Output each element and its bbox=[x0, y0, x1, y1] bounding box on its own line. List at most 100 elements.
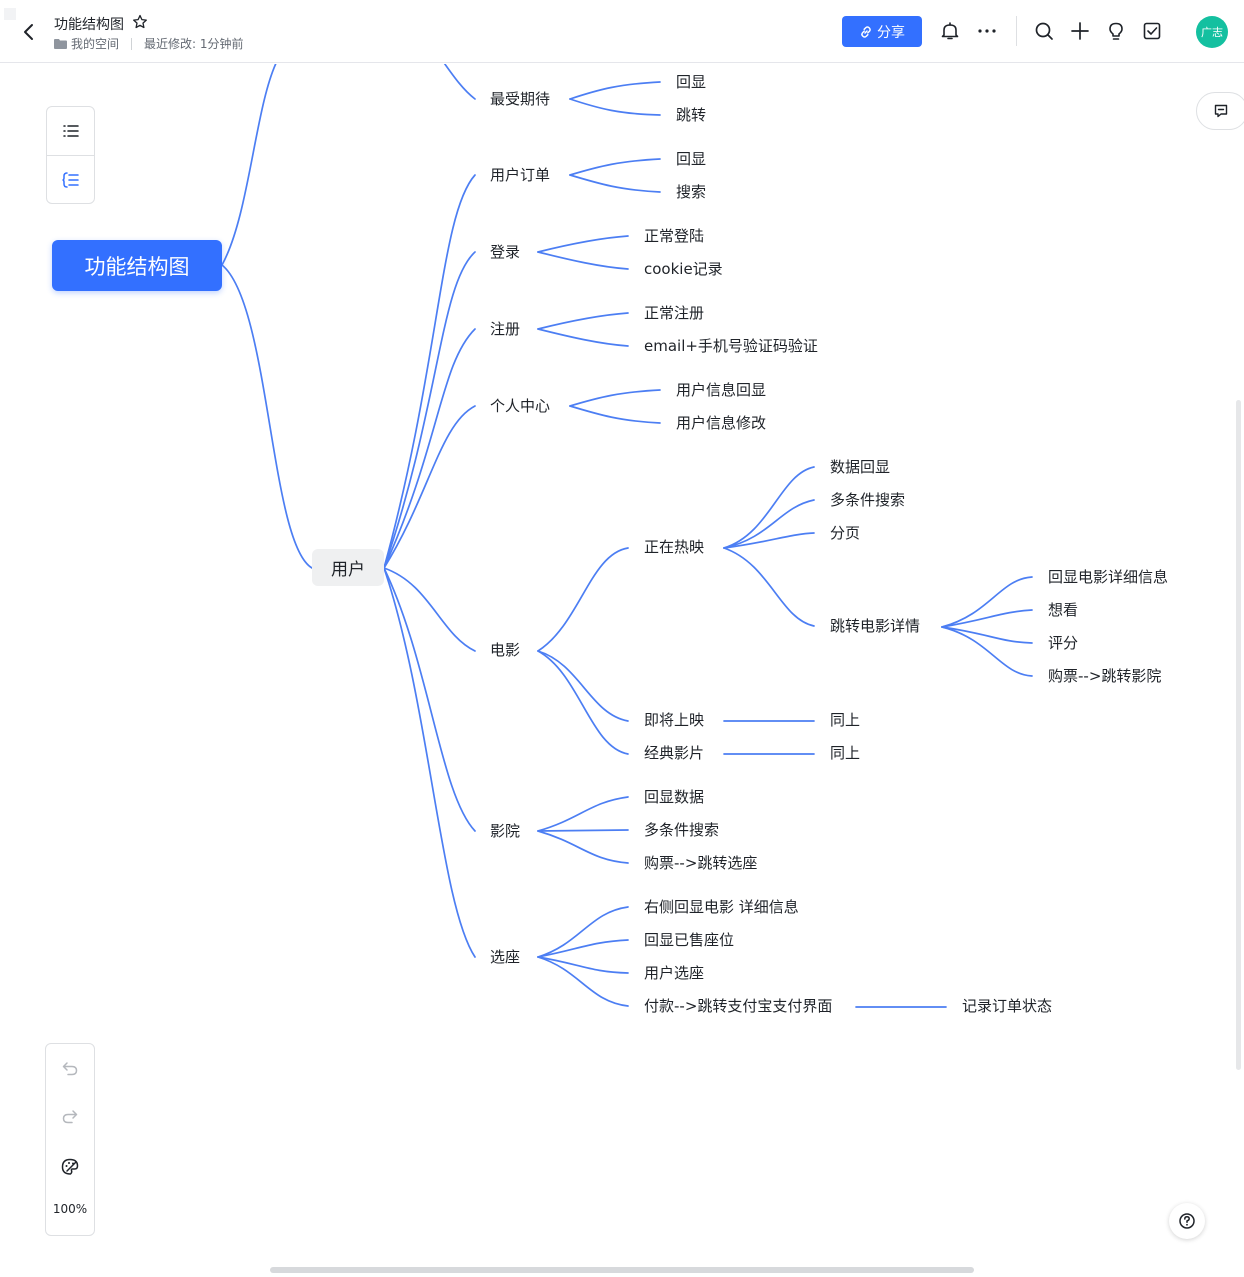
node-coming-soon[interactable]: 即将上映 bbox=[644, 711, 705, 729]
node-seat-sold[interactable]: 回显已售座位 bbox=[644, 931, 735, 949]
link-user-xz bbox=[383, 567, 476, 958]
doc-title[interactable]: 功能结构图 bbox=[54, 17, 124, 33]
palette-icon bbox=[61, 1158, 79, 1175]
comment-icon bbox=[1214, 104, 1228, 118]
node-orders-search[interactable]: 搜索 bbox=[676, 183, 707, 201]
link-user-dy bbox=[383, 567, 476, 652]
node-classic-same[interactable]: 同上 bbox=[830, 744, 861, 762]
node-movies[interactable]: 电影 bbox=[490, 641, 521, 659]
vertical-scrollbar[interactable] bbox=[1236, 400, 1241, 1070]
undo-icon bbox=[62, 1062, 78, 1076]
root-node[interactable]: 功能结构图 bbox=[52, 240, 222, 291]
help-icon bbox=[1179, 1213, 1195, 1229]
mindmap-connectors bbox=[221, 64, 1033, 1008]
node-now-multi-search[interactable]: 多条件搜索 bbox=[830, 491, 906, 509]
mindmap-canvas[interactable]: 功能结构图 用户 最受期待 回显 跳转 用户订单 回显 搜索 登录 正常登陆 c… bbox=[0, 64, 1244, 1277]
link-root-up bbox=[221, 64, 277, 266]
tasks-button[interactable] bbox=[1141, 20, 1163, 42]
back-button[interactable] bbox=[18, 20, 40, 44]
node-cinema[interactable]: 影院 bbox=[490, 822, 521, 840]
node-register-verify[interactable]: email+手机号验证码验证 bbox=[644, 337, 818, 355]
node-seat-select[interactable]: 选座 bbox=[490, 948, 521, 966]
last-modified: 最近修改: 1分钟前 bbox=[144, 37, 244, 51]
more-dots-icon bbox=[978, 29, 996, 33]
node-login-cookie[interactable]: cookie记录 bbox=[644, 260, 723, 278]
node-personal-center[interactable]: 个人中心 bbox=[490, 397, 551, 415]
node-record-order[interactable]: 记录订单状态 bbox=[962, 997, 1053, 1015]
node-classic[interactable]: 经典影片 bbox=[644, 744, 705, 762]
node-detail-buy[interactable]: 购票-->跳转影院 bbox=[1048, 667, 1162, 685]
doc-meta: 我的空间 最近修改: 1分钟前 bbox=[54, 35, 244, 52]
user-node[interactable]: 用户 bbox=[312, 549, 384, 586]
node-movie-detail[interactable]: 跳转电影详情 bbox=[830, 617, 921, 635]
star-icon bbox=[133, 14, 147, 29]
undo-button[interactable] bbox=[46, 1049, 94, 1089]
list-icon bbox=[62, 125, 79, 137]
node-register[interactable]: 注册 bbox=[490, 320, 521, 338]
folder-icon bbox=[54, 38, 67, 49]
chevron-left-icon bbox=[24, 24, 33, 40]
meta-divider bbox=[131, 37, 133, 50]
help-button[interactable] bbox=[1169, 1203, 1205, 1239]
node-detail-echo[interactable]: 回显电影详细信息 bbox=[1048, 568, 1169, 586]
node-now-paging[interactable]: 分页 bbox=[830, 524, 861, 542]
node-orders-echo[interactable]: 回显 bbox=[676, 150, 707, 168]
link-user-yhdd bbox=[383, 174, 476, 569]
comments-button[interactable] bbox=[1196, 92, 1244, 130]
link-root-user bbox=[221, 264, 313, 569]
corner-marker bbox=[4, 8, 16, 20]
bell-icon bbox=[941, 22, 959, 40]
location-link[interactable]: 我的空间 bbox=[71, 37, 120, 51]
redo-icon bbox=[62, 1110, 78, 1124]
top-bar: 功能结构图 我的空间 最近修改: 1分钟前 分享 广志 bbox=[0, 0, 1244, 63]
node-register-normal[interactable]: 正常注册 bbox=[644, 304, 705, 322]
node-cinema-search[interactable]: 多条件搜索 bbox=[644, 821, 720, 839]
edit-tools-panel: 100% bbox=[45, 1043, 95, 1236]
redo-button[interactable] bbox=[46, 1097, 94, 1137]
link-user-grzx bbox=[383, 405, 476, 569]
node-profile-edit[interactable]: 用户信息修改 bbox=[676, 414, 767, 432]
node-detail-want[interactable]: 想看 bbox=[1048, 601, 1079, 619]
link-user-zsqd bbox=[443, 64, 476, 100]
more-button[interactable] bbox=[976, 20, 998, 42]
horizontal-scrollbar[interactable] bbox=[270, 1267, 974, 1273]
notification-button[interactable] bbox=[939, 20, 961, 42]
node-most-anticipated[interactable]: 最受期待 bbox=[490, 90, 551, 108]
zoom-level[interactable]: 100% bbox=[52, 1202, 88, 1216]
favorite-star-button[interactable] bbox=[132, 14, 150, 32]
node-seat-pay[interactable]: 付款-->跳转支付宝支付界面 bbox=[644, 997, 833, 1015]
node-coming-same[interactable]: 同上 bbox=[830, 711, 861, 729]
node-user-orders[interactable]: 用户订单 bbox=[490, 166, 551, 184]
node-now-data-echo[interactable]: 数据回显 bbox=[830, 458, 891, 476]
search-button[interactable] bbox=[1033, 20, 1055, 42]
link-user-dl bbox=[383, 251, 476, 569]
node-zsqd-jump[interactable]: 跳转 bbox=[676, 106, 707, 124]
node-zsqd-echo[interactable]: 回显 bbox=[676, 73, 707, 91]
mindmap-view-button[interactable] bbox=[47, 156, 94, 204]
view-toggle-panel bbox=[46, 106, 95, 204]
node-seat-movie-info[interactable]: 右侧回显电影 详细信息 bbox=[644, 898, 799, 916]
panel-divider bbox=[47, 155, 94, 156]
node-login-normal[interactable]: 正常登陆 bbox=[644, 227, 705, 245]
node-now-showing[interactable]: 正在热映 bbox=[644, 538, 705, 556]
share-button[interactable]: 分享 bbox=[842, 16, 922, 47]
plus-icon bbox=[1071, 22, 1089, 40]
node-cinema-echo[interactable]: 回显数据 bbox=[644, 788, 705, 806]
node-seat-user-pick[interactable]: 用户选座 bbox=[644, 964, 705, 982]
checkbox-icon bbox=[1143, 22, 1161, 40]
link-user-yy bbox=[383, 567, 476, 832]
lightbulb-icon bbox=[1109, 22, 1123, 40]
share-label: 分享 bbox=[877, 24, 905, 41]
node-cinema-buy[interactable]: 购票-->跳转选座 bbox=[644, 854, 758, 872]
theme-button[interactable] bbox=[46, 1147, 94, 1187]
node-detail-rate[interactable]: 评分 bbox=[1048, 634, 1079, 652]
create-button[interactable] bbox=[1069, 20, 1091, 42]
node-profile-echo[interactable]: 用户信息回显 bbox=[676, 381, 767, 399]
mindmap-icon bbox=[61, 172, 79, 188]
search-icon bbox=[1035, 22, 1053, 40]
inspiration-button[interactable] bbox=[1105, 20, 1127, 42]
outline-view-button[interactable] bbox=[47, 107, 94, 155]
link-icon bbox=[861, 25, 871, 38]
node-login[interactable]: 登录 bbox=[490, 243, 521, 261]
avatar[interactable]: 广志 bbox=[1196, 16, 1228, 48]
